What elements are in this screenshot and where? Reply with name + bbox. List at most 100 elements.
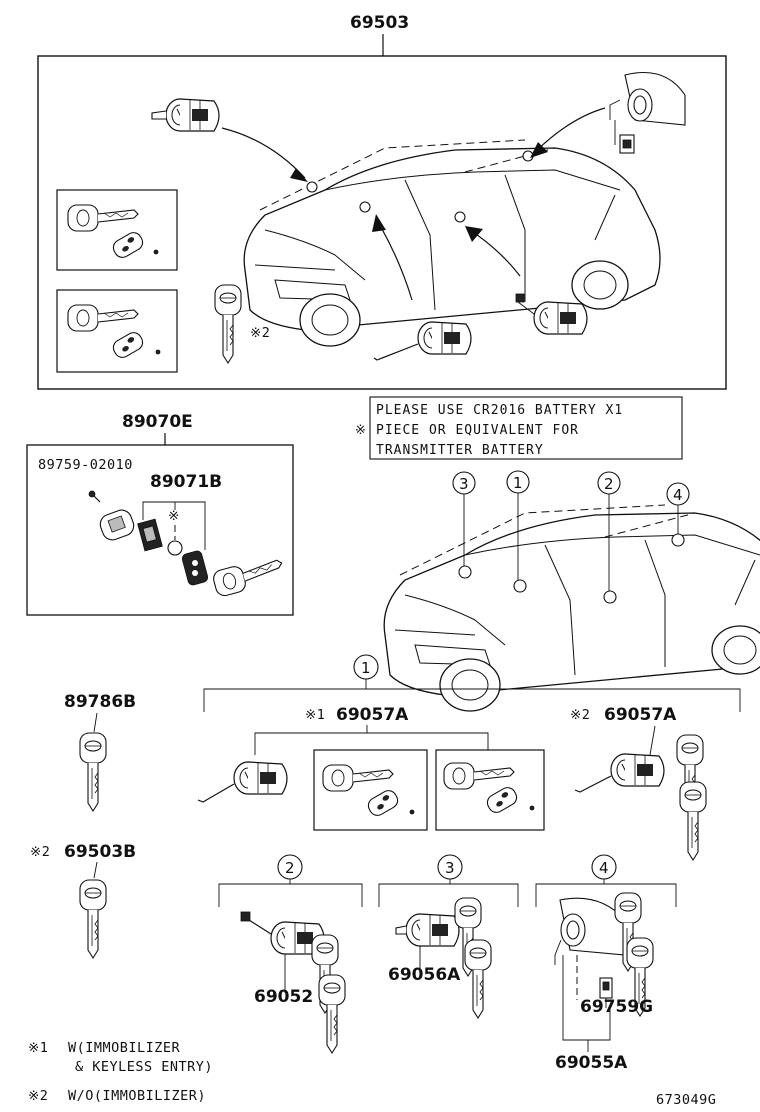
top-car-illustration: [243, 139, 661, 347]
svg-text:2: 2: [604, 475, 614, 493]
part-number-89786B: 89786B: [64, 692, 136, 712]
ref2-marker: ※2: [250, 325, 270, 341]
master-key-icon: [214, 284, 242, 364]
remote-fob-icon: [483, 784, 521, 816]
key-icon: [464, 939, 492, 1019]
part-number-69503: 69503: [350, 13, 409, 33]
part-number-69055A: 69055A: [555, 1053, 628, 1073]
part-number-89070E: 89070E: [122, 412, 193, 432]
bracket-line: [562, 955, 611, 1041]
group-3-header: 3: [378, 854, 519, 907]
lid-cylinder-icon: [395, 913, 460, 968]
door-cylinder-icon: [515, 293, 588, 335]
lock-assembly-icon: [609, 71, 686, 154]
location-car-illustration: [383, 504, 760, 712]
arrow-head: [290, 168, 308, 182]
ignition-cylinder-icon: [574, 753, 665, 793]
group-4-header: 4: [535, 854, 677, 907]
footnote-1-mark: ※1: [28, 1040, 48, 1056]
location-marker-3: 3: [452, 471, 476, 579]
transmitter-key-icon: [443, 762, 515, 790]
remote-fob-icon: [364, 787, 402, 819]
ignition-cylinder-icon: [197, 761, 288, 803]
part-number-69759G: 69759G: [580, 997, 653, 1017]
remote-fob-icon: [109, 329, 147, 361]
arrow-head: [465, 226, 483, 242]
location-marker-2: 2: [597, 471, 621, 604]
bracket-line: [142, 501, 206, 550]
footnote-1-line1: W(IMMOBILIZER: [68, 1040, 181, 1056]
location-marker: [306, 181, 318, 193]
battery-ref-mark: ※: [168, 508, 180, 524]
set-69503-frame: [37, 55, 727, 390]
svg-text:2: 2: [285, 859, 295, 877]
bracket-line: [254, 725, 489, 755]
key-icon: [79, 732, 107, 812]
fob-case-icon: [181, 550, 209, 586]
diagram-id: 673049G: [656, 1092, 716, 1108]
group-1-header: 1: [203, 654, 741, 712]
battery-note-line2: PIECE OR EQUIVALENT FOR: [376, 423, 579, 438]
group-2-header: 2: [218, 854, 363, 907]
svg-text:1: 1: [513, 474, 523, 492]
key-set-box-w-1: [313, 749, 428, 831]
key-set-box-w-2: [435, 749, 545, 831]
part-number-89759-02010: 89759-02010: [38, 457, 133, 473]
key-icon: [318, 974, 346, 1054]
screw-icon: [153, 249, 159, 255]
battery-note-line1: PLEASE USE CR2016 BATTERY X1: [376, 403, 623, 418]
screw-icon: [529, 805, 535, 811]
part-number-69052: 69052: [254, 987, 313, 1007]
transmitter-key-icon: [67, 204, 139, 232]
battery-icon: [167, 540, 183, 556]
arrow-head: [530, 142, 548, 158]
location-marker: [454, 211, 466, 223]
svg-text:3: 3: [459, 475, 469, 493]
location-marker-4: 4: [666, 482, 690, 547]
part-number-69057A-wo: 69057A: [604, 705, 677, 725]
switch-icon: [599, 977, 613, 1008]
screw-icon: [88, 490, 101, 503]
screw-icon: [409, 809, 415, 815]
svg-text:4: 4: [599, 859, 609, 877]
part-number-69056A: 69056A: [388, 965, 461, 985]
svg-text:3: 3: [445, 859, 455, 877]
lock-assembly-icon: [554, 897, 626, 965]
fob-cover-icon: [99, 509, 135, 541]
transmitter-key-icon: [322, 764, 394, 792]
ignition-cylinder-icon: [373, 321, 472, 361]
battery-note-line3: TRANSMITTER BATTERY: [376, 443, 544, 458]
leader-line: [93, 712, 98, 733]
key-set-box-w: [56, 189, 178, 271]
leader-line: [649, 725, 656, 756]
key-icon: [679, 781, 707, 861]
note-ref-mark: ※: [355, 423, 367, 438]
footnote-1-line2: & KEYLESS ENTRY): [75, 1059, 213, 1075]
transmitter-key-icon: [67, 304, 139, 332]
key-set-box-w2: [56, 289, 178, 373]
ref2-marker: ※2: [30, 844, 50, 860]
part-number-89071B: 89071B: [150, 472, 222, 492]
screw-icon: [155, 349, 161, 355]
circuit-board-icon: [137, 518, 163, 552]
lid-cylinder-icon: [151, 98, 220, 132]
battery-note-box: [369, 396, 683, 460]
part-number-69057A-w: 69057A: [336, 705, 409, 725]
footnote-2-text: W/O(IMMOBILIZER): [68, 1088, 206, 1104]
arrow: [469, 229, 521, 277]
remote-fob-icon: [109, 229, 147, 261]
arrow-head: [372, 214, 386, 232]
svg-text:1: 1: [361, 659, 371, 677]
ref2-marker: ※2: [570, 707, 590, 723]
arrow: [221, 127, 306, 179]
footnote-2-mark: ※2: [28, 1088, 48, 1104]
leader-line: [93, 861, 98, 879]
arrow: [377, 221, 413, 301]
key-icon: [79, 879, 107, 959]
arrow: [534, 107, 606, 153]
transmitter-key-icon: [211, 553, 287, 599]
location-marker-1: 1: [506, 470, 530, 593]
transmitter-assy-frame: [26, 444, 294, 616]
part-number-69503B: 69503B: [64, 842, 136, 862]
